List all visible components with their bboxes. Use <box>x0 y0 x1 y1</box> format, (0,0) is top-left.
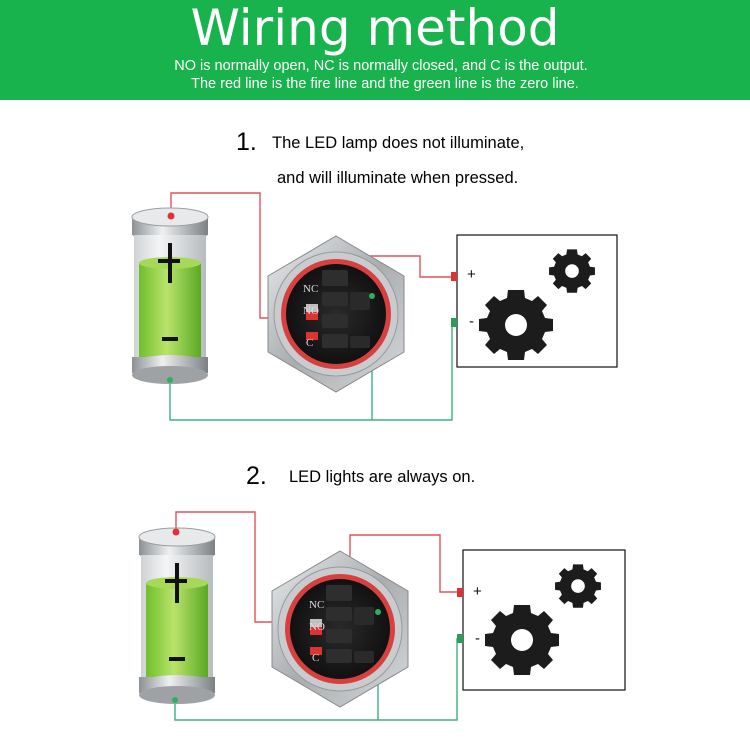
terminal-plus-1: + <box>467 266 476 283</box>
label-c-2: C <box>312 652 320 664</box>
banner-subtitle-2: The red line is the fire line and the gr… <box>191 76 579 92</box>
diagram-2 <box>138 511 626 721</box>
step1-number: 1. <box>236 128 257 156</box>
step2-number: 2. <box>246 462 267 490</box>
zero-line-1 <box>169 322 453 421</box>
label-no-1: NO <box>303 305 319 317</box>
label-nc-2: NC <box>309 599 325 611</box>
title-banner: Wiring method NO is normally open, NC is… <box>0 0 750 100</box>
push-button-switch-icon-2 <box>271 550 409 708</box>
diagram-1 <box>131 192 618 421</box>
label-nc-1: NC <box>303 283 319 295</box>
terminal-plus-2: + <box>473 583 482 600</box>
label-c-1: C <box>306 337 314 349</box>
fire-line-2b <box>349 534 458 593</box>
step1-line1: The LED lamp does not illuminate, <box>272 134 525 152</box>
terminal-minus-2: - <box>475 630 480 647</box>
zero-line-2 <box>174 638 458 721</box>
battery-icon <box>131 207 209 385</box>
terminal-minus-1: - <box>469 313 474 330</box>
banner-subtitle-1: NO is normally open, NC is normally clos… <box>174 58 588 74</box>
step1-line2: and will illuminate when pressed. <box>277 169 519 187</box>
page-title: Wiring method <box>190 0 560 57</box>
label-no-2: NO <box>309 621 325 633</box>
step2-text: LED lights are always on. <box>289 468 476 486</box>
push-button-switch-icon <box>267 235 405 393</box>
battery-icon-2 <box>138 527 216 705</box>
